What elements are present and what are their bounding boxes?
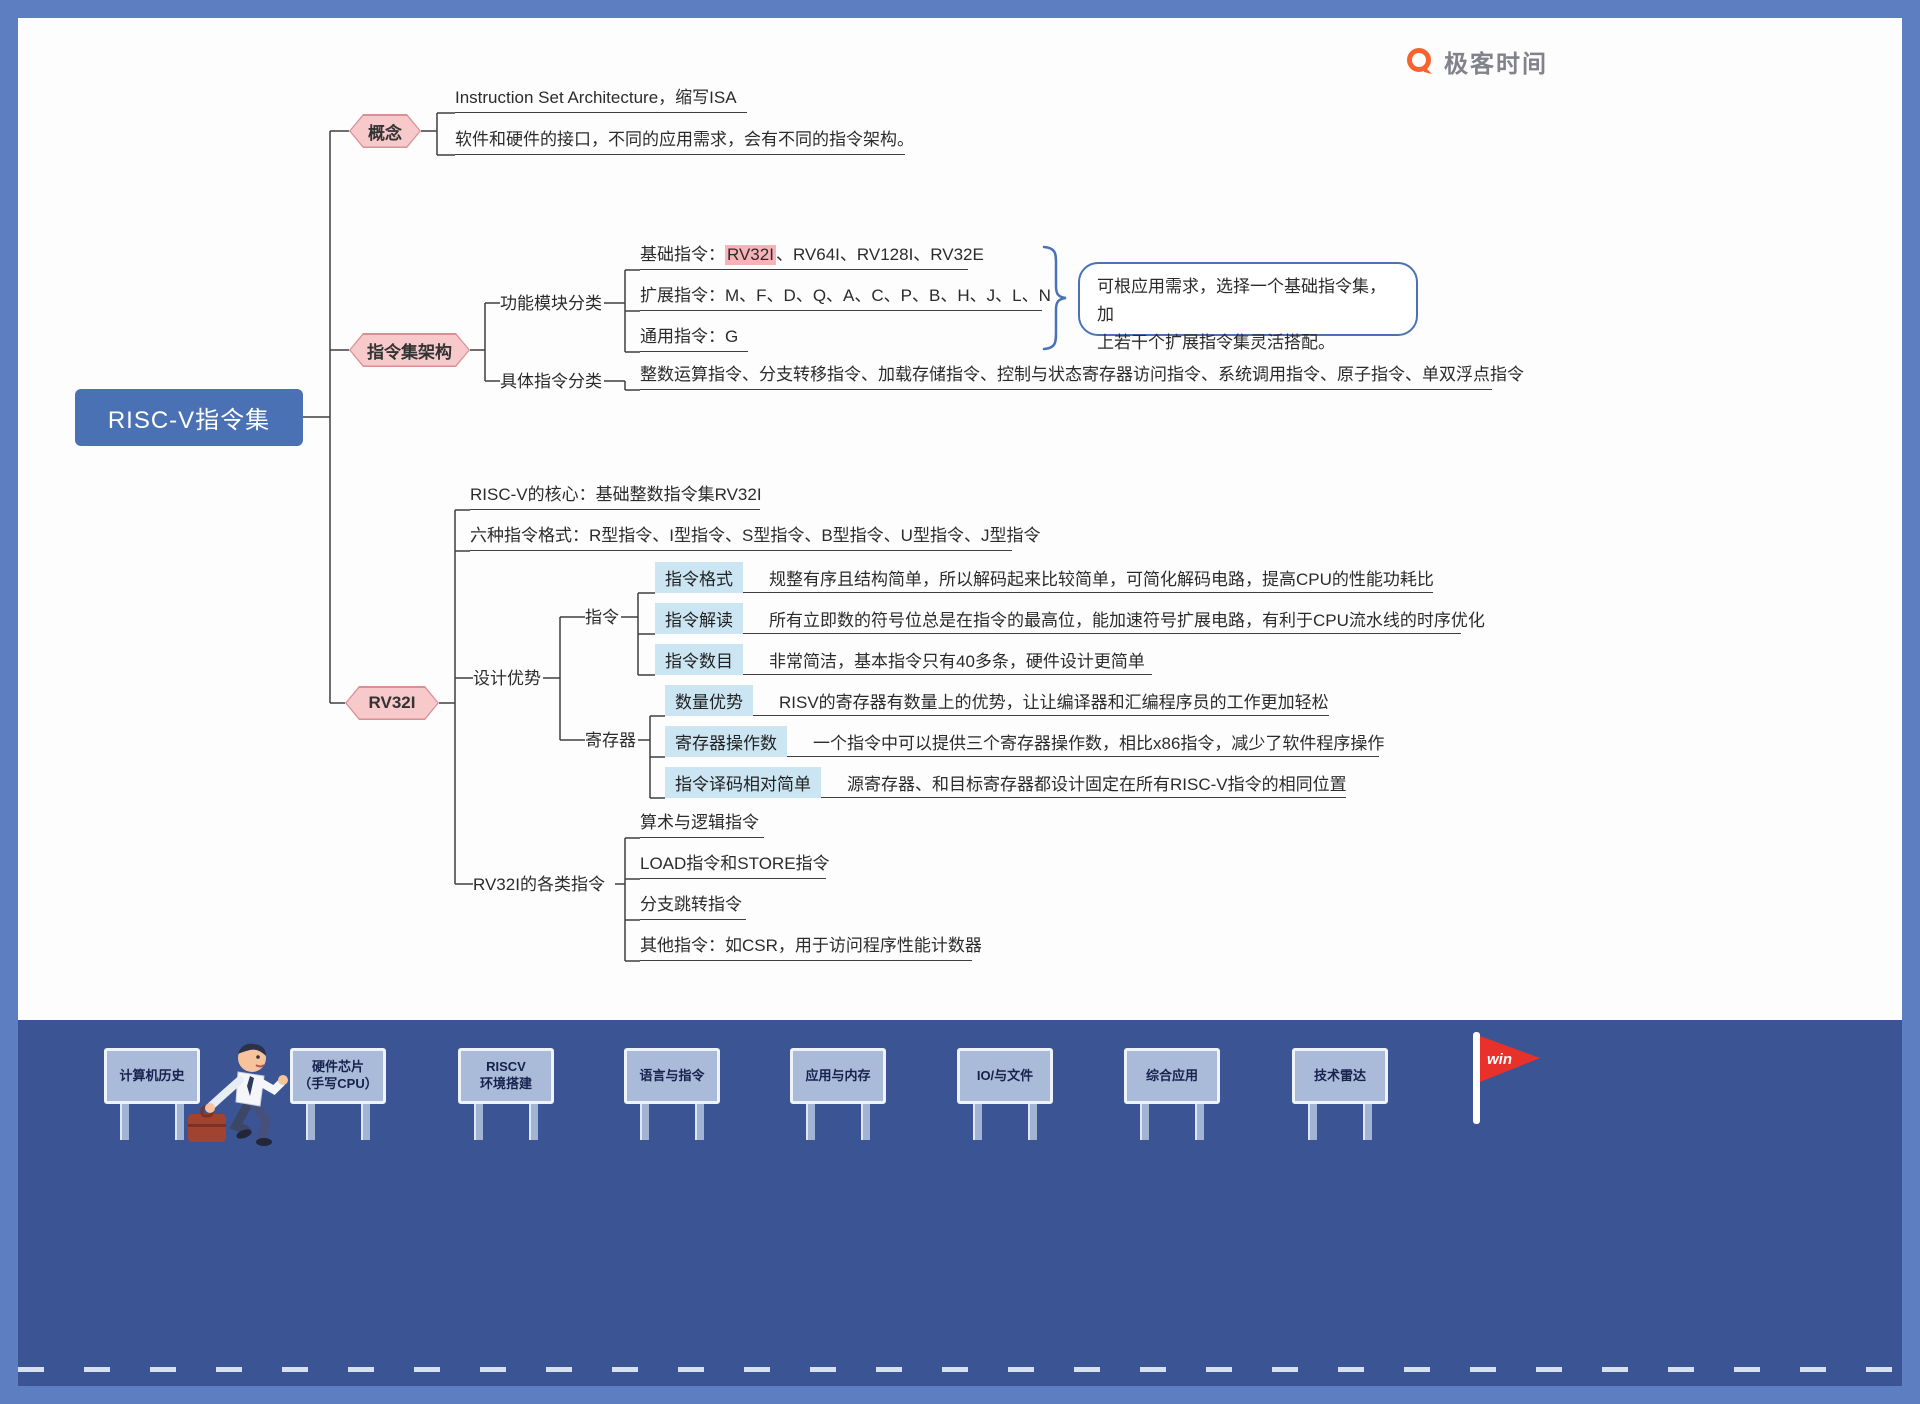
win-flag: win [1473,1032,1543,1128]
node-text: 六种指令格式：R型指令、I型指令、S型指令、B型指令、U型指令、J型指令 [470,526,1041,545]
node-register-group: 寄存器 [585,731,636,750]
node-text: LOAD指令和STORE指令 [640,854,830,873]
milestone-app-memory: 应用与内存 [790,1048,886,1140]
design-row-instruction-decode: 指令解读 所有立即数的符号位总是在指令的最高位，能加速符号扩展电路，有利于CPU… [655,603,1485,634]
callout-line2: 上若干个扩展指令集灵活搭配。 [1097,333,1335,353]
node-specific-instruction-types: 整数运算指令、分支转移指令、加载存储指令、控制与状态寄存器访问指令、系统调用指令… [640,362,1524,390]
node-rv32i-core: RISC-V的核心：基础整数指令集RV32I [470,482,762,510]
sign-board: 硬件芯片 （手写CPU） [290,1048,386,1104]
node-base-instructions: 基础指令：RV32I、RV64I、RV128I、RV32E [640,242,984,270]
topic-isa-label: 指令集架构 [351,335,469,366]
node-general-instructions: 通用指令：G [640,324,748,352]
node-arith-logic: 算术与逻辑指令 [640,810,764,838]
callout-line1: 可根应用需求，选择一个基础指令集，加 [1097,277,1386,325]
row-tag: 指令数目 [655,644,743,675]
milestone-tech-radar: 技术雷达 [1292,1048,1388,1140]
sign-board: 应用与内存 [790,1048,886,1104]
sign-legs [104,1104,200,1140]
brace-icon [1042,245,1067,351]
flag-label: win [1487,1051,1512,1068]
node-text: Instruction Set Architecture，缩写ISA [455,88,737,107]
node-design-advantages: 设计优势 [473,669,541,688]
row-tag: 指令解读 [655,603,743,634]
design-row-register-count: 数量优势 RISV的寄存器有数量上的优势，让让编译器和汇编程序员的工作更加轻松 [665,685,1329,716]
node-other-instructions: 其他指令：如CSR，用于访问程序性能计数器 [640,933,982,961]
sign-legs [1292,1104,1388,1140]
node-isa-fullname: Instruction Set Architecture，缩写ISA [455,85,747,113]
row-desc: 所有立即数的符号位总是在指令的最高位，能加速符号扩展电路，有利于CPU流水线的时… [769,611,1485,630]
node-load-store: LOAD指令和STORE指令 [640,851,830,879]
node-text: 通用指令：G [640,327,739,346]
node-rv32i-categories: RV32I的各类指令 [473,875,605,894]
topic-concept: 概念 [349,114,421,148]
row-tag: 指令格式 [655,562,743,593]
sign-legs [458,1104,554,1140]
node-function-module-class: 功能模块分类 [500,294,602,313]
node-specific-class: 具体指令分类 [500,372,602,391]
sign-board: 语言与指令 [624,1048,720,1104]
node-text: 其他指令：如CSR，用于访问程序性能计数器 [640,936,982,955]
node-text: 整数运算指令、分支转移指令、加载存储指令、控制与状态寄存器访问指令、系统调用指令… [640,365,1524,384]
mascot-runner-illustration [188,1043,288,1146]
milestone-riscv-env: RISCV 环境搭建 [458,1048,554,1140]
row-desc: 规整有序且结构简单，所以解码起来比较简单，可简化解码电路，提高CPU的性能功耗比 [769,570,1434,589]
brand-logo: 极客时间 [1405,44,1548,79]
mindmap-canvas [18,18,1902,1020]
row-desc: RISV的寄存器有数量上的优势，让让编译器和汇编程序员的工作更加轻松 [779,693,1329,712]
road-dashes [18,1367,1902,1372]
footer-roadmap: 计算机历史 硬件芯片 （手写CPU） RISCV 环境搭建 语言与指令 应用与内… [18,1020,1902,1386]
node-text: 扩展指令：M、F、D、Q、A、C、P、B、H、J、L、N [640,286,1051,305]
node-text: RISC-V的核心：基础整数指令集RV32I [470,485,762,504]
sign-legs [1124,1104,1220,1140]
topic-rv32i-label: RV32I [347,688,438,719]
node-text: 软件和硬件的接口，不同的应用需求，会有不同的指令架构。 [455,130,914,149]
design-row-decode-simplicity: 指令译码相对简单 源寄存器、和目标寄存器都设计固定在所有RISC-V指令的相同位… [665,767,1347,798]
milestone-language-instruction: 语言与指令 [624,1048,720,1140]
callout-note: 可根应用需求，选择一个基础指令集，加 上若干个扩展指令集灵活搭配。 [1078,262,1418,352]
node-text: 分支跳转指令 [640,895,742,914]
sign-board: 综合应用 [1124,1048,1220,1104]
connector-lines [303,112,1067,962]
design-row-instruction-format: 指令格式 规整有序且结构简单，所以解码起来比较简单，可简化解码电路，提高CPU的… [655,562,1434,593]
node-text: 、RV64I、RV128I、RV32E [775,245,984,264]
sign-legs [290,1104,386,1140]
sign-legs [624,1104,720,1140]
brand-name: 极客时间 [1444,51,1548,78]
flag-pole [1473,1032,1480,1124]
row-tag: 数量优势 [665,685,753,716]
row-tag: 寄存器操作数 [665,726,787,757]
milestone-io-files: IO/与文件 [957,1048,1053,1140]
row-desc: 源寄存器、和目标寄存器都设计固定在所有RISC-V指令的相同位置 [847,775,1347,794]
node-branch-jump: 分支跳转指令 [640,892,746,920]
sign-legs [790,1104,886,1140]
sign-board: 计算机历史 [104,1048,200,1104]
topic-rv32i: RV32I [345,686,439,720]
design-row-instruction-count: 指令数目 非常简洁，基本指令只有40多条，硬件设计更简单 [655,644,1152,675]
topic-concept-label: 概念 [351,116,420,147]
node-text: 基础指令： [640,245,725,264]
milestone-hardware-chip: 硬件芯片 （手写CPU） [290,1048,386,1140]
node-instruction-group: 指令 [585,608,619,627]
highlight-rv32i: RV32I [725,245,776,265]
node-isa-definition: 软件和硬件的接口，不同的应用需求，会有不同的指令架构。 [455,127,914,155]
node-extended-instructions: 扩展指令：M、F、D、Q、A、C、P、B、H、J、L、N [640,283,1051,311]
node-text: 算术与逻辑指令 [640,813,759,832]
row-desc: 一个指令中可以提供三个寄存器操作数，相比x86指令，减少了软件程序操作 [813,734,1385,753]
milestone-computer-history: 计算机历史 [104,1048,200,1140]
sign-board: IO/与文件 [957,1048,1053,1104]
node-rv32i-formats: 六种指令格式：R型指令、I型指令、S型指令、B型指令、U型指令、J型指令 [470,523,1040,551]
row-tag: 指令译码相对简单 [665,767,821,798]
milestone-comprehensive-app: 综合应用 [1124,1048,1220,1140]
flag-icon: win [1480,1036,1540,1082]
topic-isa: 指令集架构 [349,333,470,367]
sign-legs [957,1104,1053,1140]
geektime-icon [1407,47,1432,74]
design-row-register-operands: 寄存器操作数 一个指令中可以提供三个寄存器操作数，相比x86指令，减少了软件程序… [665,726,1384,757]
row-desc: 非常简洁，基本指令只有40多条，硬件设计更简单 [769,652,1145,671]
sign-board: RISCV 环境搭建 [458,1048,554,1104]
root-topic: RISC-V指令集 [75,389,303,446]
sign-board: 技术雷达 [1292,1048,1388,1104]
